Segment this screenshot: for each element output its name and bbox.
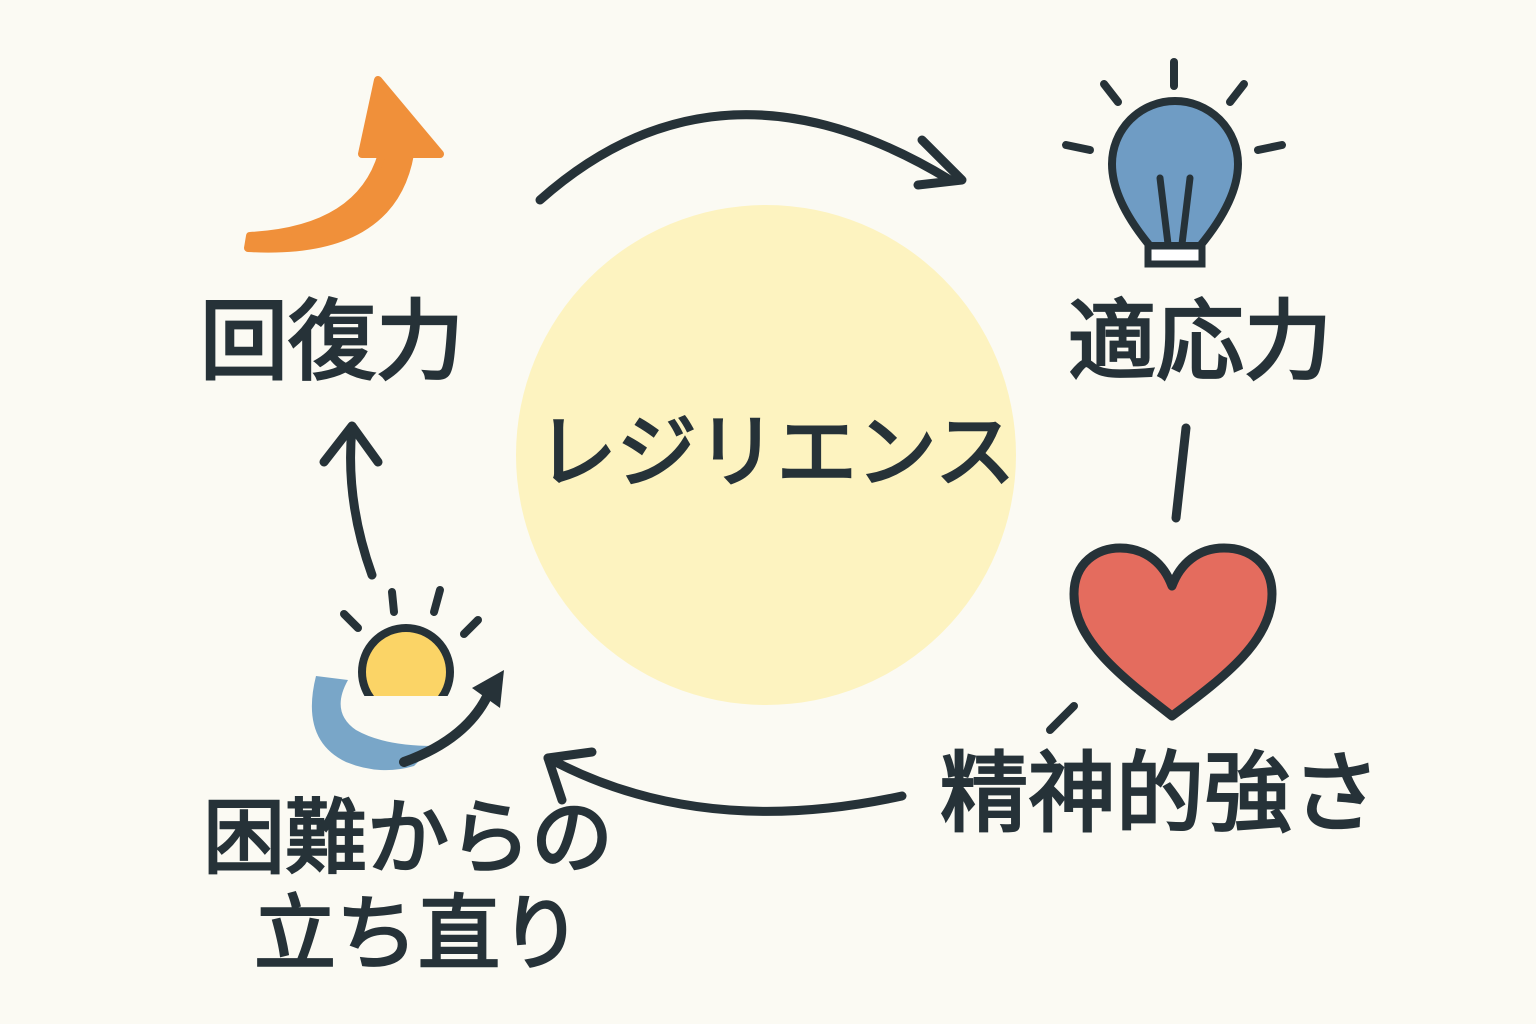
cycle-arrow-bottom	[543, 747, 907, 816]
decorative-stroke	[1046, 702, 1078, 734]
mental-strength-label: 精神的強さ	[940, 742, 1380, 845]
center-circle	[516, 205, 1016, 705]
lightbulb-icon	[1062, 58, 1286, 268]
up-curved-arrow-icon	[244, 76, 444, 253]
cycle-arrow-left	[319, 421, 383, 580]
recovery-label: 回復力	[200, 290, 464, 393]
bounce-back-label-line2: 立ち直り	[254, 887, 582, 982]
sunrise-icon	[311, 586, 504, 771]
cycle-arrow-top	[535, 110, 967, 205]
center-title: レジリエンス	[537, 406, 1015, 499]
heart-icon	[1069, 543, 1277, 721]
bounce-back-label-line1: 困難からの	[203, 791, 613, 886]
adaptability-label: 適応力	[1068, 290, 1332, 393]
cycle-connector-right	[1171, 423, 1191, 523]
